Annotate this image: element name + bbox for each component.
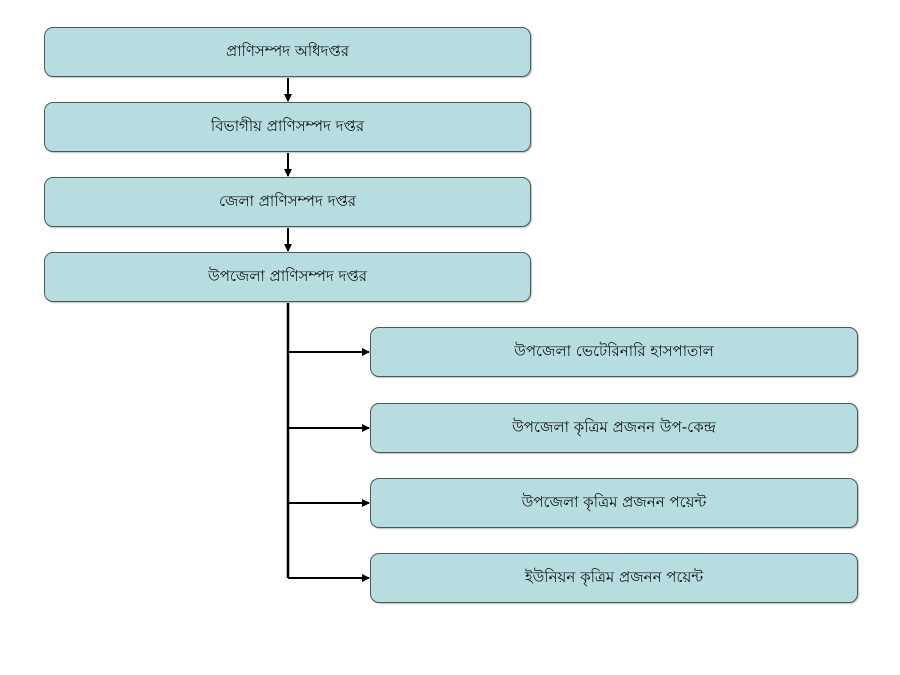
node-label: প্রাণিসম্পদ অধিদপ্তর bbox=[226, 41, 349, 60]
node-divisional-office: বিভাগীয় প্রাণিসম্পদ দপ্তর bbox=[44, 102, 531, 152]
node-label: উপজেলা কৃত্রিম প্রজনন পয়েন্ট bbox=[521, 492, 707, 511]
node-label: উপজেলা ভেটেরিনারি হাসপাতাল bbox=[514, 341, 714, 360]
node-label: উপজেলা প্রাণিসম্পদ দপ্তর bbox=[208, 266, 367, 285]
node-upazila-ai-point: উপজেলা কৃত্রিম প্রজনন পয়েন্ট bbox=[370, 478, 858, 528]
node-union-ai-point: ইউনিয়ন কৃত্রিম প্রজনন পয়েন্ট bbox=[370, 553, 858, 603]
node-veterinary-hospital: উপজেলা ভেটেরিনারি হাসপাতাল bbox=[370, 327, 858, 377]
node-label: উপজেলা কৃত্রিম প্রজনন উপ-কেন্দ্র bbox=[512, 417, 716, 436]
node-district-office: জেলা প্রাণিসম্পদ দপ্তর bbox=[44, 177, 531, 227]
node-label: ইউনিয়ন কৃত্রিম প্রজনন পয়েন্ট bbox=[524, 567, 704, 586]
node-directorate: প্রাণিসম্পদ অধিদপ্তর bbox=[44, 27, 531, 77]
node-ai-subcenter: উপজেলা কৃত্রিম প্রজনন উপ-কেন্দ্র bbox=[370, 403, 858, 453]
node-upazila-office: উপজেলা প্রাণিসম্পদ দপ্তর bbox=[44, 252, 531, 302]
node-label: বিভাগীয় প্রাণিসম্পদ দপ্তর bbox=[210, 116, 365, 135]
node-label: জেলা প্রাণিসম্পদ দপ্তর bbox=[218, 191, 357, 210]
